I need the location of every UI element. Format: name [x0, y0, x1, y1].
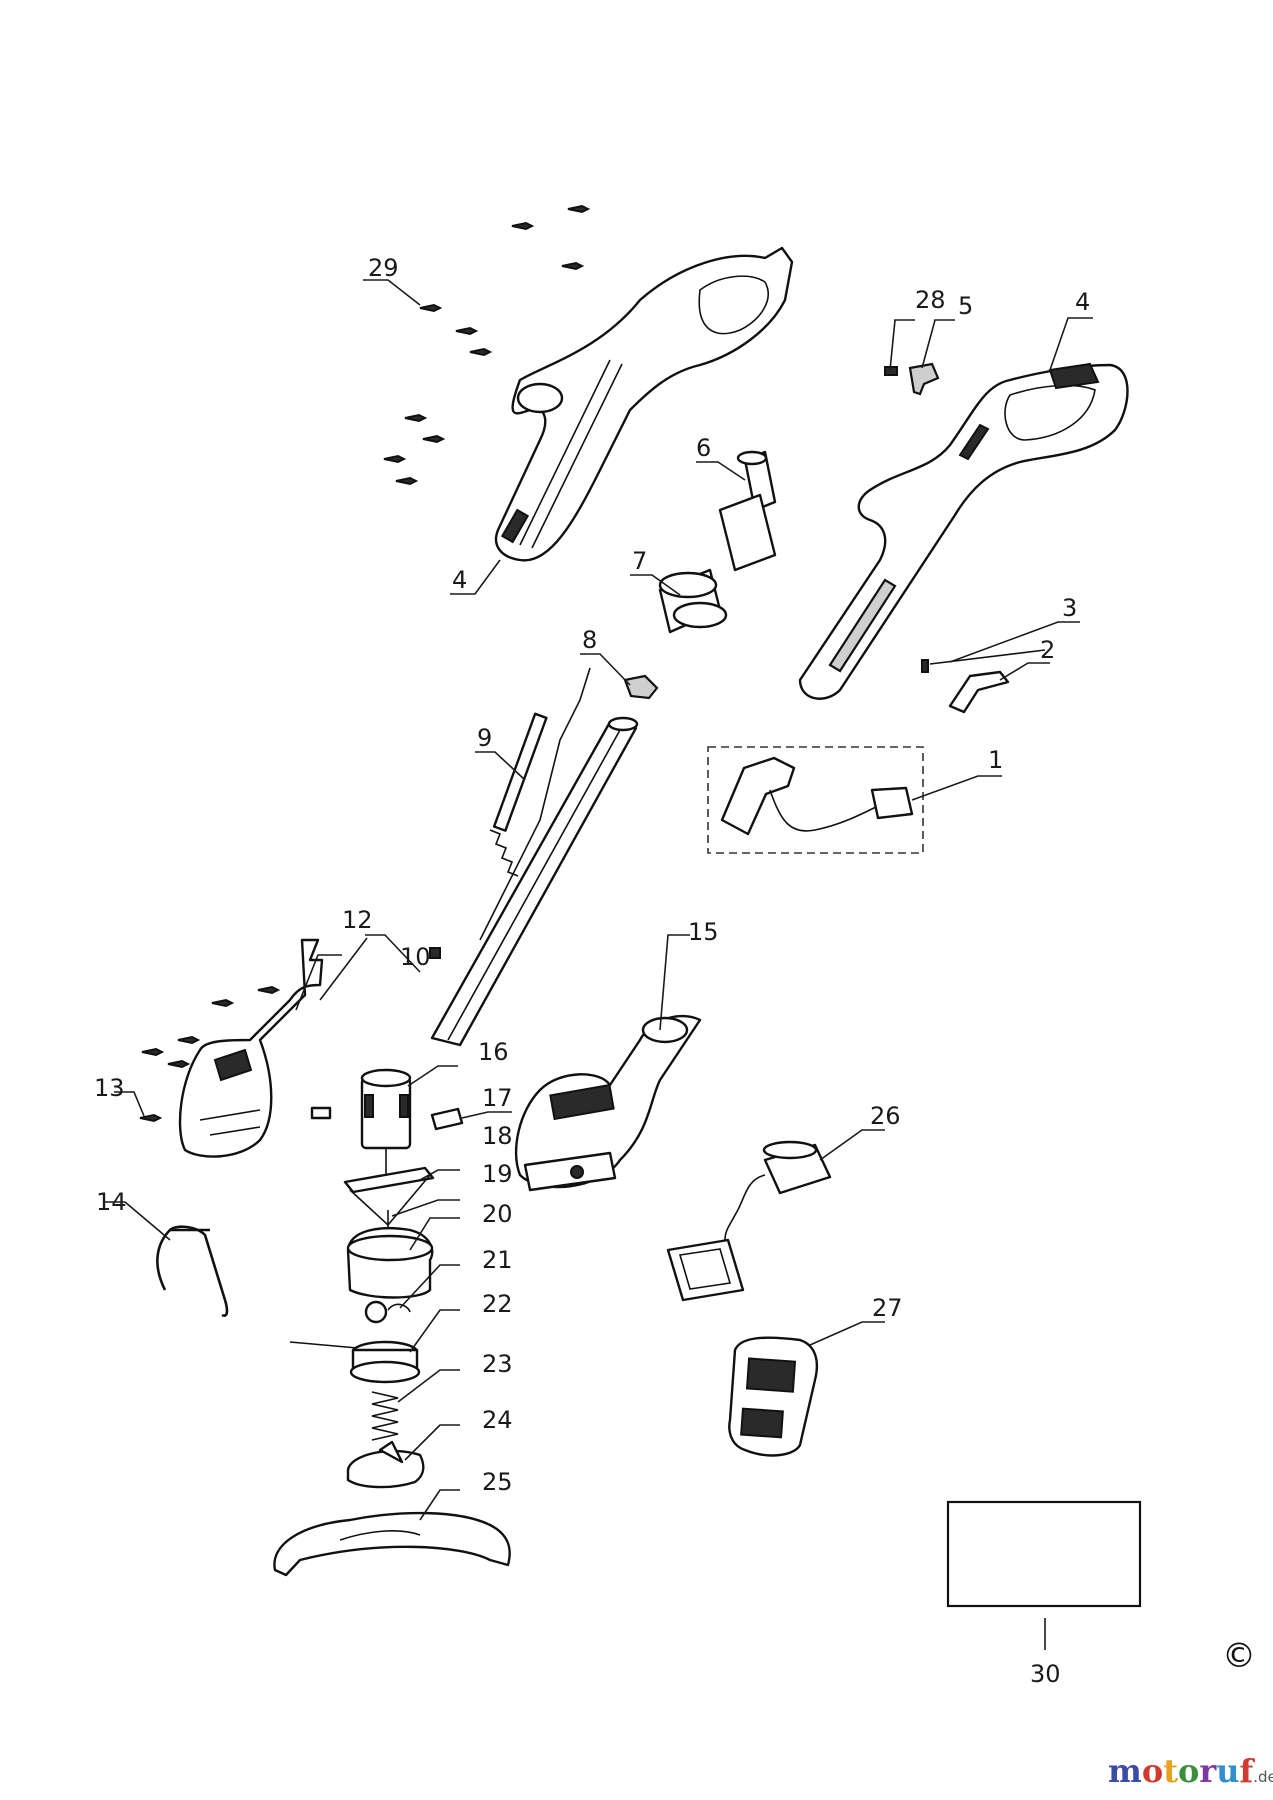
logo-letter: m — [1108, 1752, 1142, 1790]
label-1: 1 — [988, 746, 1003, 774]
trigger-2 — [948, 670, 1010, 714]
logo-letter: o — [1141, 1752, 1164, 1790]
label-16: 16 — [478, 1038, 509, 1066]
label-24: 24 — [482, 1406, 513, 1434]
label-23: 23 — [482, 1350, 513, 1378]
label-30: 30 — [1030, 1660, 1061, 1688]
spool-stack — [273, 1166, 511, 1577]
logo-letter: u — [1216, 1752, 1240, 1790]
leader-lines — [105, 279, 1093, 1521]
copyright-symbol: © — [1222, 1636, 1256, 1676]
part-labels: 1 2 3 4 4 5 6 7 8 9 10 12 13 14 15 16 17… — [94, 254, 1090, 1688]
label-4-right: 4 — [1075, 288, 1090, 316]
label-8: 8 — [582, 626, 597, 654]
label-10: 10 — [400, 943, 431, 971]
label-6: 6 — [696, 434, 711, 462]
coupling-6 — [718, 450, 777, 572]
logo-letter: r — [1199, 1752, 1217, 1790]
label-12: 12 — [342, 906, 373, 934]
label-17: 17 — [482, 1084, 513, 1112]
label-4-left: 4 — [452, 566, 467, 594]
spring-pin-3 — [921, 649, 1046, 673]
head-housing-15 — [514, 1014, 702, 1192]
label-20: 20 — [482, 1200, 513, 1228]
collar-7 — [658, 568, 728, 634]
label-29: 29 — [368, 254, 399, 282]
clip-8 — [623, 674, 659, 700]
label-22: 22 — [482, 1290, 513, 1318]
charger-26 — [666, 1140, 832, 1302]
label-7: 7 — [632, 547, 647, 575]
magnet-17 — [430, 1107, 464, 1131]
motoruf-logo: motoruf.de — [1108, 1752, 1273, 1790]
screw-set-13 — [139, 985, 281, 1123]
label-9: 9 — [477, 724, 492, 752]
handle-half-left-4 — [494, 246, 794, 562]
wiring-9 — [429, 667, 591, 959]
logo-letter: f — [1239, 1752, 1254, 1790]
logo-letter: o — [1177, 1752, 1200, 1790]
label-27: 27 — [872, 1294, 903, 1322]
label-18: 18 — [482, 1122, 513, 1150]
label-26: 26 — [870, 1102, 901, 1130]
label-19: 19 — [482, 1160, 513, 1188]
handle-assembly-right-4 — [798, 362, 1129, 700]
switch-assembly-1 — [707, 746, 924, 854]
logo-letter: t — [1163, 1752, 1178, 1790]
label-14: 14 — [96, 1188, 127, 1216]
label-25: 25 — [482, 1468, 513, 1496]
screw-set-29 — [383, 204, 591, 486]
motor-cover-half-12 — [178, 938, 324, 1158]
motor-16 — [310, 1068, 412, 1180]
label-28: 28 — [915, 286, 946, 314]
label-2: 2 — [1040, 636, 1055, 664]
label-3: 3 — [1062, 594, 1077, 622]
switch-part-5-and-28 — [884, 362, 940, 396]
shaft-tube-10 — [430, 716, 639, 1047]
guard-bail-14 — [156, 1225, 229, 1317]
label-13: 13 — [94, 1074, 125, 1102]
documentation-box-30 — [946, 1500, 1142, 1650]
battery-27 — [728, 1336, 819, 1457]
label-5: 5 — [958, 292, 973, 320]
label-21: 21 — [482, 1246, 513, 1274]
label-15: 15 — [688, 918, 719, 946]
logo-suffix: .de — [1253, 1768, 1273, 1786]
